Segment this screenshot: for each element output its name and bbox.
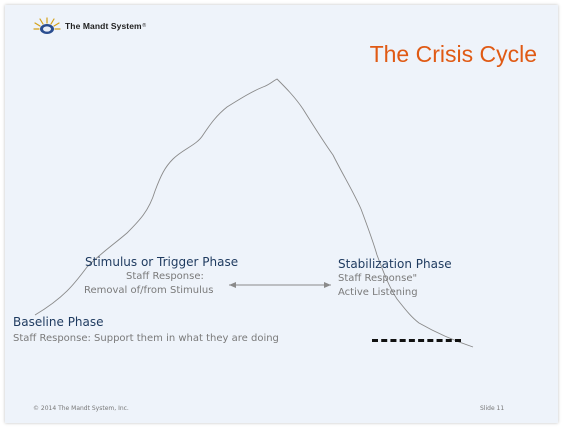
crisis-cycle-mountain bbox=[34, 78, 474, 348]
mandt-logo: The Mandt System ® bbox=[33, 17, 147, 35]
stabilization-staff-response-text: Active Listening bbox=[338, 287, 418, 298]
double-arrow-icon bbox=[229, 282, 331, 288]
slide-title: The Crisis Cycle bbox=[369, 41, 537, 67]
logo-registered-mark: ® bbox=[141, 23, 147, 29]
footer-slide-number: Slide 11 bbox=[480, 405, 505, 412]
mountain-outline bbox=[34, 78, 474, 348]
trigger-staff-response-label: Staff Response: bbox=[126, 271, 204, 282]
slide: The Mandt System ® The Crisis Cycle Stim… bbox=[5, 5, 558, 423]
footer-copyright: © 2014 The Mandt System, Inc. bbox=[33, 405, 129, 412]
trigger-phase-title: Stimulus or Trigger Phase bbox=[85, 255, 239, 269]
baseline-phase-title: Baseline Phase bbox=[13, 315, 104, 329]
logo-text: The Mandt System bbox=[65, 21, 142, 31]
stabilization-phase-title: Stabilization Phase bbox=[338, 257, 452, 271]
stabilization-staff-response-label: Staff Response" bbox=[338, 273, 418, 284]
trigger-staff-response-text: Removal of/from Stimulus bbox=[84, 285, 214, 296]
dashed-line bbox=[372, 339, 461, 345]
baseline-staff-response-text: Staff Response: Support them in what the… bbox=[13, 333, 279, 344]
mandt-logo-icon bbox=[33, 17, 61, 34]
